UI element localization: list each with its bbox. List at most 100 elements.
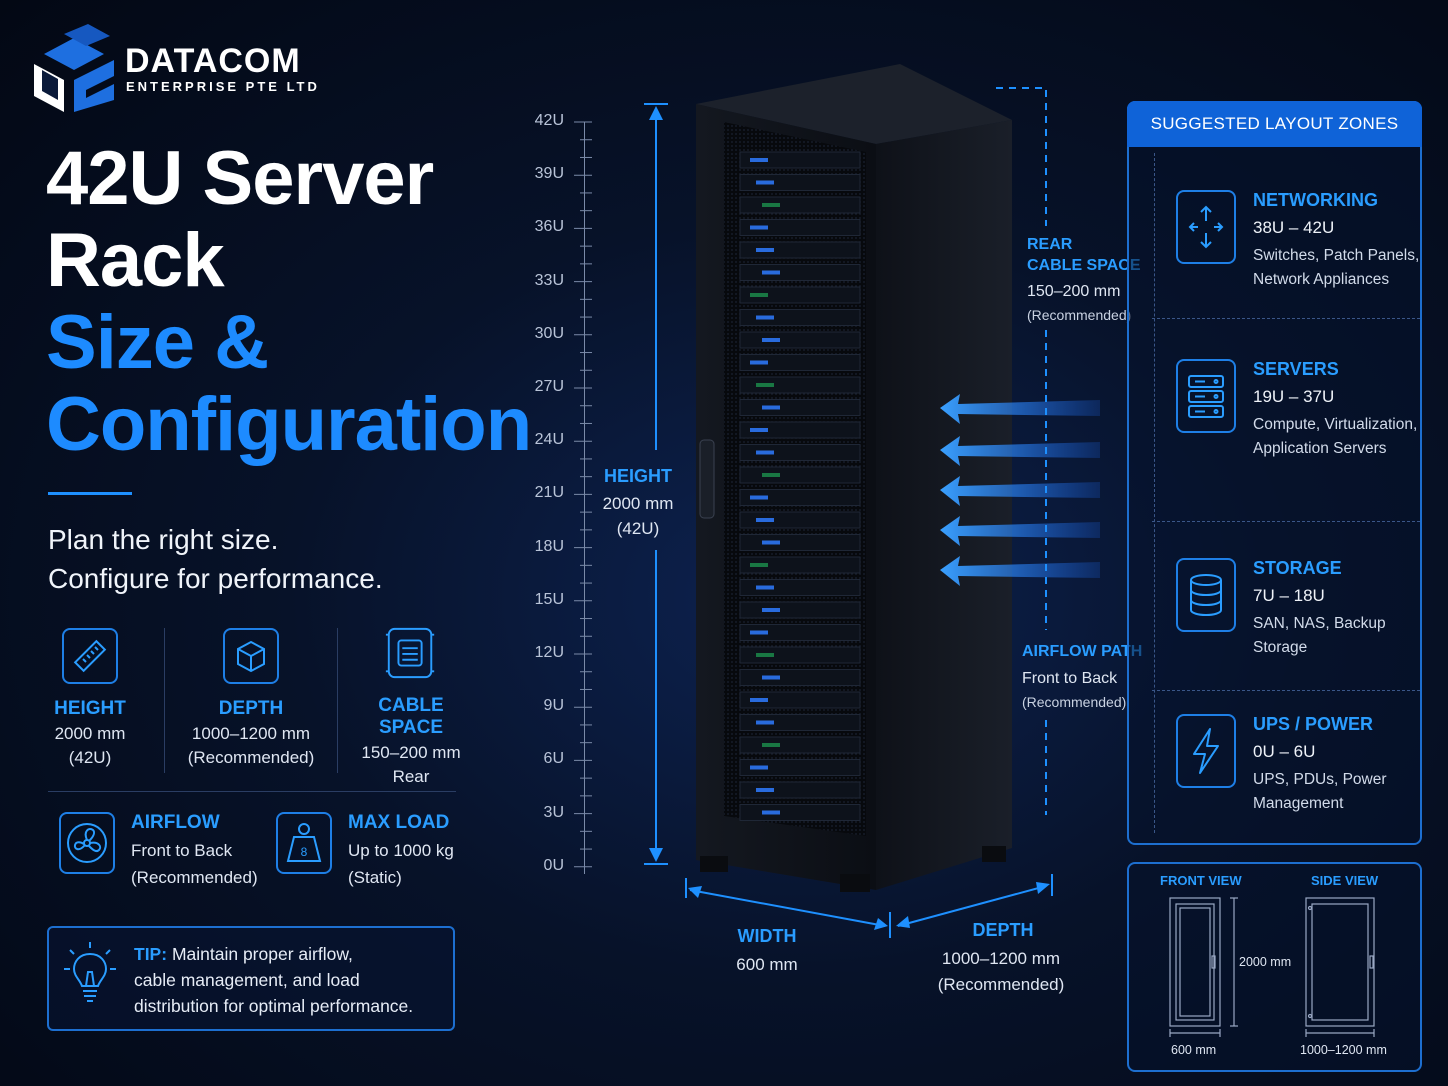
server-unit <box>739 399 861 416</box>
height-dim-units: (42U) <box>616 519 660 538</box>
server-led <box>762 675 780 680</box>
server-unit <box>739 309 861 326</box>
server-unit <box>739 601 861 619</box>
rack-views-drawing <box>1169 897 1375 1037</box>
tagline-line-2: Configure for performance. <box>48 563 383 594</box>
ruler-label: 6U <box>543 750 564 768</box>
server-led <box>762 270 780 275</box>
spec-divider <box>164 628 165 773</box>
layout-zones-header: SUGGESTED LAYOUT ZONES <box>1127 101 1422 147</box>
server-unit <box>739 421 861 439</box>
server-led <box>756 383 774 387</box>
server-led <box>762 203 780 207</box>
server-led <box>762 743 780 747</box>
zone-title: SERVERS <box>1253 359 1339 379</box>
page-title-line-3: Size & <box>46 300 269 385</box>
tip-box <box>47 926 455 1031</box>
server-led <box>762 473 780 477</box>
server-led <box>756 248 774 252</box>
datacom-logo-icon <box>34 24 114 112</box>
rear-cable-title-1: REAR <box>1027 236 1073 253</box>
server-led <box>750 158 768 162</box>
side-depth-label: 1000–1200 mm <box>1300 1043 1387 1057</box>
height-dim-value: 2000 mm <box>602 494 674 513</box>
spec-value: Up to 1000 kg <box>348 841 454 860</box>
server-led <box>756 450 774 455</box>
zone-servers: SERVERS 19U – 37U Compute, Virtualizatio… <box>1176 359 1417 461</box>
lightning-icon <box>1176 714 1236 788</box>
server-led <box>750 495 768 500</box>
zone-range: 38U – 42U <box>1253 218 1335 237</box>
zone-description: Compute, Virtualization,Application Serv… <box>1253 413 1417 461</box>
airflow-path-value: Front to Back <box>1022 670 1118 687</box>
server-led <box>750 428 768 432</box>
spec-title: HEIGHT <box>54 698 126 719</box>
spec-title: MAX LOAD <box>348 812 450 833</box>
server-unit <box>739 759 861 776</box>
spec-note: Rear <box>392 767 430 786</box>
server-led <box>756 315 774 320</box>
server-unit <box>739 804 861 821</box>
spec-title: CABLE SPACE <box>378 695 444 738</box>
server-unit <box>739 511 861 529</box>
server-led <box>750 563 768 567</box>
server-unit <box>739 669 861 686</box>
rear-cable-title-2: CABLE SPACE <box>1027 257 1141 274</box>
zone-desc-line: SAN, NAS, Backup <box>1253 615 1386 632</box>
zone-title: NETWORKING <box>1253 190 1378 210</box>
server-unit <box>739 444 861 461</box>
ruler-label: 3U <box>543 803 564 821</box>
zone-desc-line: UPS, PDUs, Power <box>1253 771 1387 788</box>
server-led <box>750 225 768 230</box>
server-led <box>756 788 774 792</box>
server-unit <box>739 354 861 371</box>
server-led <box>762 405 780 410</box>
zone-title: UPS / POWER <box>1253 714 1374 734</box>
ruler-label: 27U <box>534 378 564 395</box>
ruler-icon <box>62 628 118 684</box>
fan-icon <box>59 812 115 874</box>
server-unit <box>739 196 861 214</box>
zone-desc-line: Storage <box>1253 639 1308 656</box>
depth-dim-note: (Recommended) <box>937 975 1065 994</box>
database-icon <box>1176 558 1236 632</box>
zone-range: 0U – 6U <box>1253 742 1316 761</box>
server-led <box>762 810 780 815</box>
spec-note: (Recommended) <box>131 868 258 887</box>
ruler-label: 42U <box>534 112 564 129</box>
airflow-arrows-icon <box>940 394 1100 586</box>
brand-name: DATACOM <box>125 42 301 80</box>
spec-value: 2000 mm <box>54 724 126 743</box>
depth-dim-value: 1000–1200 mm <box>941 949 1061 968</box>
title-divider <box>48 492 132 495</box>
zone-desc-line: Switches, Patch Panels, <box>1253 247 1420 264</box>
zone-range: 19U – 37U <box>1253 387 1335 406</box>
spec-value: 150–200 mm <box>361 743 461 762</box>
server-unit <box>739 331 861 349</box>
width-dim-value: 600 mm <box>736 955 798 974</box>
ruler-label: 9U <box>543 697 564 715</box>
tip-label: TIP: <box>134 944 168 964</box>
ruler-label: 15U <box>534 590 564 608</box>
zone-separator <box>1152 690 1420 691</box>
server-led <box>762 608 780 612</box>
server-led <box>750 698 768 702</box>
rack-unit-ruler <box>584 122 585 874</box>
brand-subtitle: ENTERPRISE PTE LTD <box>126 79 320 94</box>
ruler-label: 33U <box>534 271 564 289</box>
tip-text: Maintain proper airflow, <box>171 944 353 964</box>
server-led <box>756 653 774 657</box>
server-unit <box>739 781 861 799</box>
spec-title: DEPTH <box>218 698 284 719</box>
server-led <box>762 540 780 545</box>
front-view-title: FRONT VIEW <box>1160 873 1242 888</box>
server-unit <box>739 736 861 754</box>
spec-max-load: 8 MAX LOAD Up to 1000 kg (Static) <box>276 812 466 892</box>
spec-title: AIRFLOW <box>131 812 220 833</box>
depth-dim-title: DEPTH <box>972 920 1034 940</box>
server-icon <box>1176 359 1236 433</box>
